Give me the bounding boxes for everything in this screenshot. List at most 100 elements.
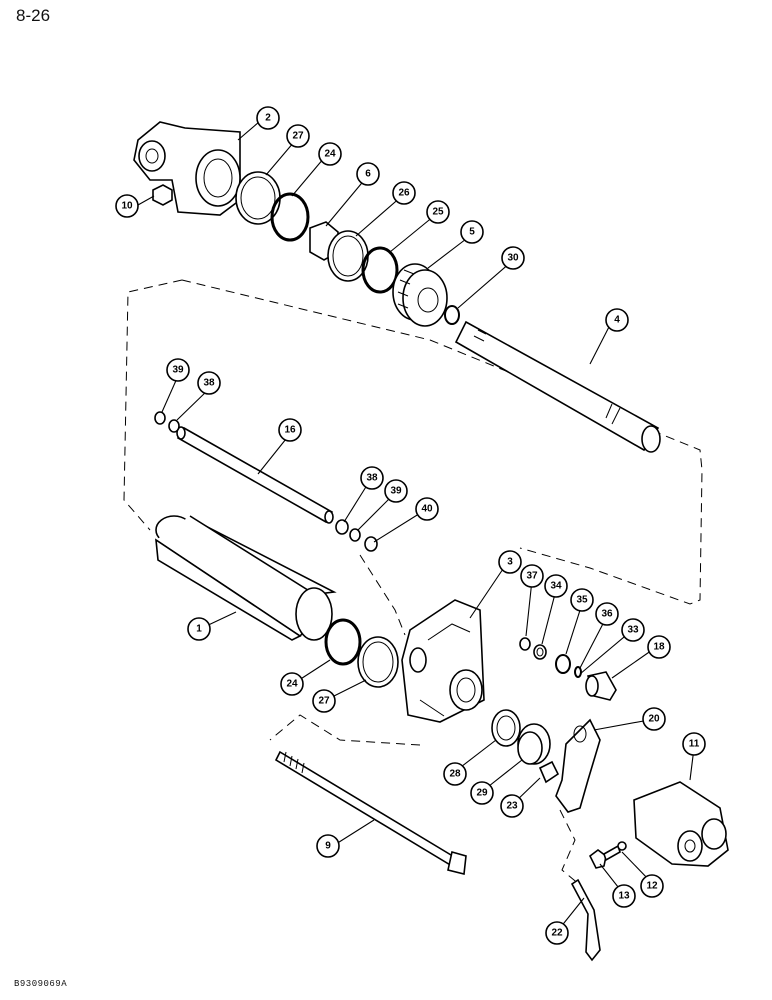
callout: 24	[318, 142, 342, 166]
part-9-tie-bolt	[274, 750, 467, 875]
callout: 27	[286, 124, 310, 148]
callout: 12	[640, 874, 664, 898]
callout: 26	[392, 181, 416, 205]
part-4-piston-rod	[454, 320, 661, 453]
part-37-washer	[519, 637, 531, 651]
callout-label: 27	[318, 696, 330, 707]
callout: 39	[166, 358, 190, 382]
part-40-washer	[364, 536, 378, 552]
callout-label: 1	[196, 624, 202, 635]
callout-label: 24	[324, 149, 336, 160]
callout: 25	[426, 200, 450, 224]
part-13-bolt	[588, 844, 621, 869]
callout-label: 25	[432, 207, 444, 218]
callout: 23	[500, 794, 524, 818]
part-12-nut	[617, 841, 627, 851]
callout: 30	[501, 246, 525, 270]
callout: 5	[460, 220, 484, 244]
callout: 9	[316, 834, 340, 858]
part-34-washer	[533, 644, 547, 660]
callout-label: 6	[365, 169, 371, 180]
part-38-washer-b	[335, 519, 349, 535]
callout-label: 30	[507, 253, 519, 264]
callout: 1	[187, 617, 211, 641]
part-24-oring	[270, 192, 310, 242]
part-25-oring	[361, 246, 399, 294]
callout-label: 29	[476, 788, 488, 799]
callout-label: 39	[390, 486, 402, 497]
callout-label: 39	[172, 365, 184, 376]
leader-lines	[137, 121, 695, 929]
callout-label: 9	[325, 841, 331, 852]
drawing-code: B9309069A	[14, 979, 68, 989]
page-number: 8-26	[16, 6, 51, 25]
part-29-bearing	[517, 723, 551, 765]
callout: 18	[647, 635, 671, 659]
callout-label: 34	[550, 581, 562, 592]
callout-label: 3	[507, 557, 513, 568]
callout-label: 38	[366, 473, 378, 484]
callout: 35	[570, 588, 594, 612]
part-36-oring	[574, 666, 582, 678]
part-24-oring-b	[324, 618, 362, 666]
callout-label: 24	[286, 679, 298, 690]
callout-label: 12	[646, 881, 658, 892]
callout: 22	[545, 921, 569, 945]
part-23-nut	[538, 760, 560, 784]
callout: 38	[360, 466, 384, 490]
callout: 27	[312, 689, 336, 713]
callout-label: 2	[265, 113, 271, 124]
callout-label: 23	[506, 801, 518, 812]
callout: 34	[544, 574, 568, 598]
callout: 36	[595, 602, 619, 626]
callout: 2	[256, 106, 280, 130]
part-10-nut	[152, 184, 173, 206]
callout-label: 27	[292, 131, 304, 142]
callout-label: 4	[614, 315, 620, 326]
part-1-barrel	[155, 515, 337, 641]
callout: 24	[280, 672, 304, 696]
assembly-guide-lines	[123, 279, 703, 886]
callout: 37	[520, 564, 544, 588]
callout-label: 20	[648, 714, 660, 725]
part-35-oring	[555, 654, 571, 674]
callout-label: 5	[469, 227, 475, 238]
callout-label: 36	[601, 609, 613, 620]
part-11-clevis	[633, 781, 729, 867]
callout-label: 35	[576, 595, 588, 606]
callout-label: 40	[421, 504, 433, 515]
callout: 39	[384, 479, 408, 503]
callout: 28	[443, 762, 467, 786]
callout: 29	[470, 781, 494, 805]
part-39-washer-b	[349, 528, 361, 542]
callout: 13	[612, 884, 636, 908]
callout-label: 11	[689, 739, 700, 750]
part-22-tube	[570, 878, 601, 962]
part-28-bushing	[491, 709, 521, 747]
callout-label: 38	[203, 378, 215, 389]
callout-label: 33	[627, 625, 639, 636]
part-18-plug	[585, 671, 617, 701]
part-20-clamp	[555, 718, 601, 813]
callout-label: 13	[618, 891, 630, 902]
callout: 11	[682, 732, 706, 756]
callout: 6	[356, 162, 380, 186]
callout: 4	[605, 308, 629, 332]
part-27-ring-b	[357, 636, 399, 688]
callout-label: 10	[121, 201, 133, 212]
callout: 40	[415, 497, 439, 521]
callout-label: 16	[284, 425, 296, 436]
part-39-washer	[154, 411, 166, 425]
callout: 10	[115, 194, 139, 218]
callout: 3	[498, 550, 522, 574]
callout-label: 26	[398, 188, 410, 199]
callout-label: 28	[449, 769, 461, 780]
callout: 16	[278, 418, 302, 442]
callout-label: 22	[551, 928, 563, 939]
part-2-end-cap	[133, 121, 241, 216]
callout: 33	[621, 618, 645, 642]
part-5-piston	[392, 263, 448, 327]
callout-label: 18	[653, 642, 665, 653]
part-38-washer	[168, 419, 180, 433]
